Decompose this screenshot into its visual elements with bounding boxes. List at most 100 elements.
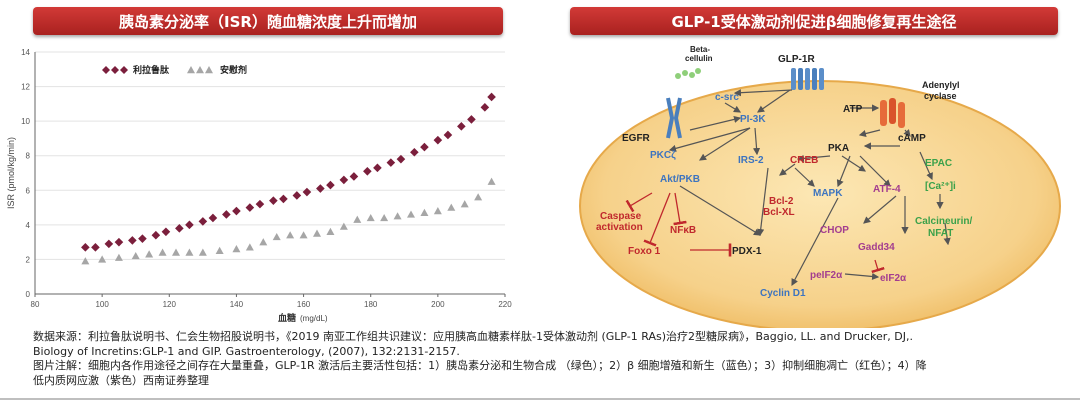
label-bcl-1: Bcl-2 <box>769 196 794 207</box>
placebo-point <box>272 232 281 241</box>
right-diagram-banner: GLP-1受体激动剂促进β细胞修复再生途径 <box>570 7 1058 35</box>
y-tick-label: 2 <box>26 255 31 264</box>
label-calcineurin-1: Calcineurin/ <box>915 216 972 227</box>
glp1-pathway-diagram: GLP-1R Beta- cellulin EGFR c-src Adenyly… <box>579 45 1061 328</box>
placebo-point <box>158 248 167 256</box>
legend-marker-liraglutide <box>120 66 128 74</box>
label-egfr: EGFR <box>622 133 651 144</box>
liraglutide-point <box>208 213 218 223</box>
liraglutide-point <box>104 239 114 249</box>
label-epac: EPAC <box>925 158 952 169</box>
placebo-point <box>198 248 207 256</box>
liraglutide-point <box>269 196 278 205</box>
liraglutide-point <box>339 175 349 185</box>
placebo-point <box>353 215 362 223</box>
legend-label-placebo: 安慰剂 <box>220 64 247 76</box>
liraglutide-point <box>457 122 466 131</box>
placebo-point <box>487 177 496 185</box>
liraglutide-point <box>363 166 372 176</box>
liraglutide-point <box>410 147 419 157</box>
liraglutide-point <box>245 203 255 212</box>
x-tick-label: 160 <box>297 300 311 309</box>
x-axis-unit: (mg/dL) <box>300 314 328 323</box>
legend-marker-liraglutide <box>111 66 119 74</box>
inhibition-lines <box>625 192 885 274</box>
y-tick-label: 8 <box>26 152 31 161</box>
label-nfkb: NFκB <box>670 225 696 236</box>
y-tick-label: 12 <box>21 83 30 92</box>
x-axis-label: 血糖 <box>278 312 296 324</box>
legend-label-liraglutide: 利拉鲁肽 <box>132 64 170 76</box>
y-tick-label: 4 <box>26 221 31 230</box>
label-pkc: PKCζ <box>650 150 676 161</box>
placebo-point <box>420 208 429 216</box>
liraglutide-point <box>420 142 429 152</box>
annotation-line-2: 低内质网应激（紫色）西南证券整理 <box>33 373 209 387</box>
placebo-point <box>81 257 90 265</box>
liraglutide-point <box>480 103 490 112</box>
placebo-point <box>433 207 442 215</box>
y-axis-label: ISR (pmol/kg/min) <box>6 137 16 209</box>
placebo-point <box>145 250 154 258</box>
beta-cellulin-dots-icon <box>675 68 701 79</box>
label-beta-cellulin-2: cellulin <box>685 54 713 63</box>
liraglutide-point <box>222 210 231 219</box>
liraglutide-point <box>198 217 208 226</box>
liraglutide-point <box>443 130 453 140</box>
liraglutide-point <box>161 227 171 237</box>
label-pka: PKA <box>828 143 849 154</box>
label-pdx1: PDX-1 <box>732 246 762 257</box>
source-line-1: 数据来源：利拉鲁肽说明书、仁会生物招股说明书，《2019 南亚工作组共识建议：应… <box>33 330 913 343</box>
liraglutide-point <box>91 243 100 252</box>
label-camp: cAMP <box>898 133 926 144</box>
label-peif2a: peIF2α <box>810 270 843 281</box>
y-tick-label: 10 <box>21 117 30 126</box>
footer-divider <box>0 398 1080 400</box>
liraglutide-point <box>349 172 359 181</box>
x-tick-label: 180 <box>364 300 378 309</box>
liraglutide-point <box>302 187 312 197</box>
placebo-point <box>474 193 483 201</box>
placebo-point <box>215 246 224 254</box>
label-irs2: IRS-2 <box>738 155 764 166</box>
placebo-point <box>339 222 348 230</box>
placebo-point <box>114 253 123 261</box>
placebo-point <box>131 251 140 260</box>
x-tick-label: 80 <box>31 300 40 309</box>
chart-legend: 利拉鲁肽 安慰剂 <box>102 64 247 76</box>
liraglutide-point <box>316 184 325 193</box>
liraglutide-point <box>279 194 288 204</box>
label-creb: CREB <box>790 155 818 166</box>
annotation-line-1: 图片注解：细胞内各作用途径之间存在大量重叠，GLP-1R 激活后主要活性包括：1… <box>33 359 927 372</box>
placebo-point <box>326 227 335 235</box>
label-pi3k: PI-3K <box>740 114 766 125</box>
label-c-src: c-src <box>715 92 739 103</box>
placebo-point <box>299 231 308 239</box>
legend-marker-placebo <box>187 66 195 74</box>
legend-marker-liraglutide <box>102 66 110 74</box>
liraglutide-point <box>467 115 476 124</box>
left-chart-title: 胰岛素分泌率（ISR）随血糖浓度上升而增加 <box>119 12 417 31</box>
legend-marker-placebo <box>196 66 204 74</box>
chart-marks <box>81 92 496 265</box>
placebo-point <box>259 238 268 246</box>
liraglutide-point <box>487 92 496 102</box>
label-glp1r: GLP-1R <box>778 54 815 65</box>
left-chart-banner: 胰岛素分泌率（ISR）随血糖浓度上升而增加 <box>33 7 503 35</box>
x-tick-label: 200 <box>431 300 445 309</box>
source-notes: 数据来源：利拉鲁肽说明书、仁会生物招股说明书，《2019 南亚工作组共识建议：应… <box>33 330 1063 388</box>
egfr-receptor-icon <box>666 97 682 139</box>
placebo-point <box>286 231 295 239</box>
label-cyclin-d1: Cyclin D1 <box>760 288 806 299</box>
placebo-point <box>245 243 254 251</box>
chart-grid <box>35 51 505 295</box>
liraglutide-point <box>292 191 302 200</box>
placebo-point <box>447 203 456 211</box>
x-tick-label: 120 <box>163 300 177 309</box>
source-line-2: Biology of Incretins:GLP-1 and GIP. Gast… <box>33 344 460 358</box>
liraglutide-point <box>128 236 137 245</box>
y-tick-label: 6 <box>26 186 31 195</box>
label-ca: [Ca²⁺]i <box>925 181 956 192</box>
x-tick-label: 140 <box>230 300 244 309</box>
